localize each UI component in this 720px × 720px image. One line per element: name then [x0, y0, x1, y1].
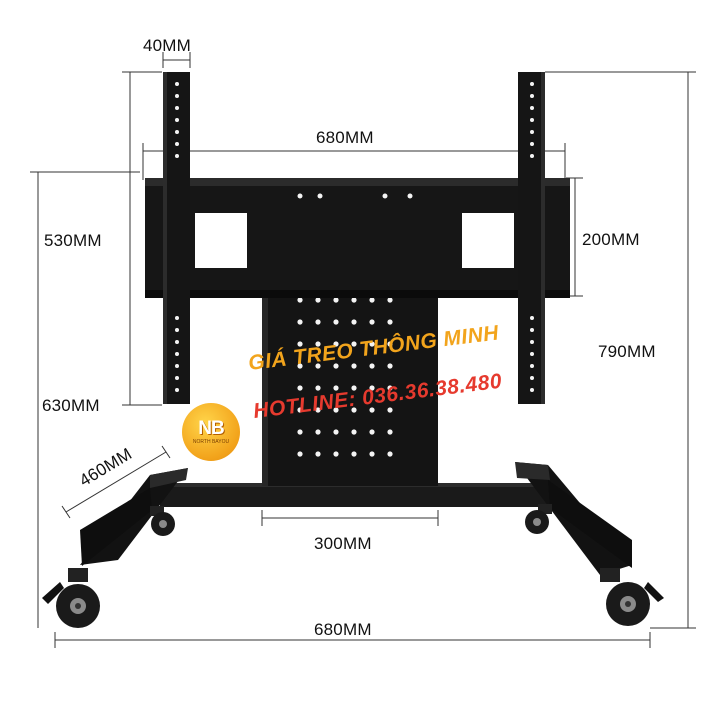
caster-wheels [42, 504, 664, 628]
dim-label-upper-height: 530MM [44, 231, 102, 250]
dim-label-top-width: 40MM [143, 36, 192, 55]
center-column [262, 296, 438, 486]
wheel-front-right [600, 568, 664, 626]
vesa-brackets [163, 72, 545, 404]
dim-label-base-width: 680MM [314, 620, 372, 639]
dim-label-total-height: 790MM [598, 342, 656, 361]
wheel-front-left [42, 568, 100, 628]
brand-logo: NB NORTH BAYOU [182, 403, 240, 461]
mounting-plate [145, 178, 570, 298]
logo-subtitle: NORTH BAYOU [192, 438, 230, 445]
dim-label-column-width: 300MM [314, 534, 372, 553]
column-holes [297, 297, 393, 457]
logo-mark: NB [198, 417, 224, 439]
wheel-rear-left [150, 506, 175, 536]
base-frame [80, 462, 632, 575]
dim-label-mount-width: 680MM [316, 128, 374, 147]
dimension-lines [30, 52, 696, 648]
wheel-rear-right [525, 504, 552, 534]
dim-label-plate-height: 200MM [582, 230, 640, 249]
dim-label-lower-height: 630MM [42, 396, 100, 415]
